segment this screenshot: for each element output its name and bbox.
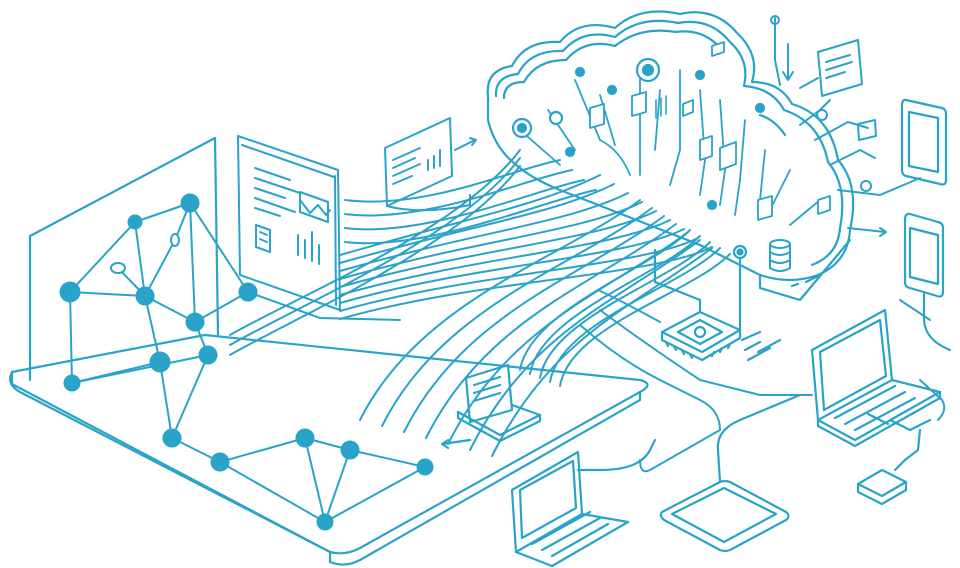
network-node bbox=[63, 374, 81, 392]
device-cable-lines bbox=[579, 289, 946, 473]
network-node bbox=[198, 345, 218, 365]
data-stream-line bbox=[403, 215, 665, 433]
network-node bbox=[185, 312, 205, 332]
network-node bbox=[149, 351, 171, 373]
network-node bbox=[135, 286, 155, 306]
network-node bbox=[238, 282, 258, 302]
data-stream-line bbox=[229, 149, 521, 336]
data-stream-line bbox=[339, 174, 601, 256]
network-node bbox=[210, 452, 230, 472]
router-icon bbox=[856, 418, 932, 506]
message-card-icon bbox=[817, 39, 863, 97]
platform-base-edge bbox=[10, 370, 642, 566]
network-node bbox=[340, 440, 360, 460]
network-node bbox=[316, 513, 334, 531]
data-stream-line bbox=[491, 247, 713, 457]
network-platform bbox=[9, 136, 649, 566]
network-node-hollow bbox=[110, 262, 126, 274]
data-stream-line bbox=[469, 239, 701, 451]
database-icon bbox=[769, 239, 791, 272]
data-stream-line bbox=[339, 201, 643, 280]
data-stream-line bbox=[339, 210, 657, 288]
network-node bbox=[127, 214, 143, 230]
cloud-icon bbox=[486, 10, 855, 302]
data-stream-line bbox=[359, 199, 641, 421]
network-node-hollow bbox=[170, 233, 180, 247]
cloud-connector-lines bbox=[770, 15, 921, 237]
network-node bbox=[162, 428, 182, 448]
data-stream-line bbox=[229, 157, 521, 346]
network-node bbox=[295, 428, 315, 448]
data-stream-line bbox=[519, 229, 691, 371]
tablet-icon bbox=[900, 98, 948, 186]
data-stream-line bbox=[549, 247, 721, 383]
chip-icon bbox=[653, 248, 782, 362]
server-icon bbox=[440, 363, 542, 450]
chip-card-icon bbox=[857, 119, 877, 141]
data-stream-line bbox=[381, 207, 653, 427]
dashboard-panel bbox=[237, 135, 341, 311]
network-graph-nodes bbox=[59, 193, 434, 531]
monitor-chart-icon bbox=[384, 117, 477, 212]
data-stream-line bbox=[339, 246, 713, 320]
data-stream-line bbox=[344, 159, 561, 203]
network-node bbox=[416, 458, 434, 476]
data-stream-line bbox=[539, 241, 711, 379]
tablet-icon bbox=[659, 393, 802, 553]
data-stream-line bbox=[339, 228, 685, 304]
data-stream-line bbox=[339, 183, 615, 264]
data-stream-line bbox=[529, 235, 701, 375]
data-stream-line bbox=[559, 253, 731, 387]
data-stream-line bbox=[339, 192, 629, 272]
network-node bbox=[59, 281, 81, 303]
laptop-icon bbox=[810, 308, 942, 448]
data-stream-line bbox=[425, 223, 677, 439]
data-stream-line bbox=[229, 165, 521, 356]
platform-back-wall bbox=[28, 136, 220, 382]
smartphone-icon bbox=[903, 212, 952, 352]
data-stream-line bbox=[344, 189, 597, 245]
data-stream-lines bbox=[229, 149, 731, 457]
laptop-icon bbox=[510, 438, 657, 568]
network-node bbox=[180, 193, 200, 213]
